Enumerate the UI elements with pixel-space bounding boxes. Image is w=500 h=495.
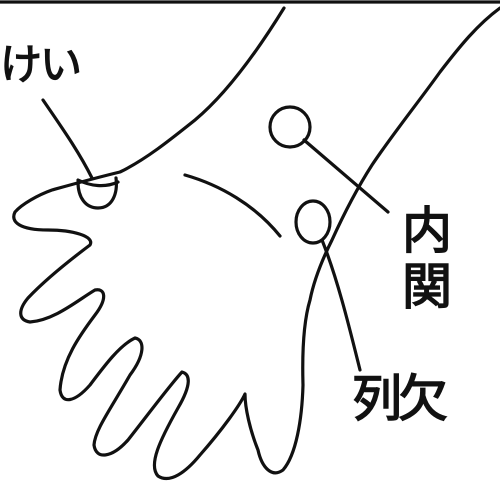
thumb-crease <box>76 178 120 188</box>
label-naikan-char1: 内 <box>402 202 452 260</box>
rekketsu-leader-line <box>320 238 362 372</box>
label-keyi: けい <box>0 40 82 89</box>
naikan-point-circle <box>268 105 312 149</box>
keyi-leader-line <box>41 98 94 180</box>
rekketsu-point-circle <box>294 199 332 245</box>
label-naikan-char2: 関 <box>402 258 452 316</box>
hand-outline <box>12 6 500 481</box>
naikan-leader-line <box>302 138 390 214</box>
keyi-point-marker <box>76 176 118 210</box>
label-rekketsu: 列欠 <box>352 370 448 428</box>
palm-crease <box>183 173 282 238</box>
